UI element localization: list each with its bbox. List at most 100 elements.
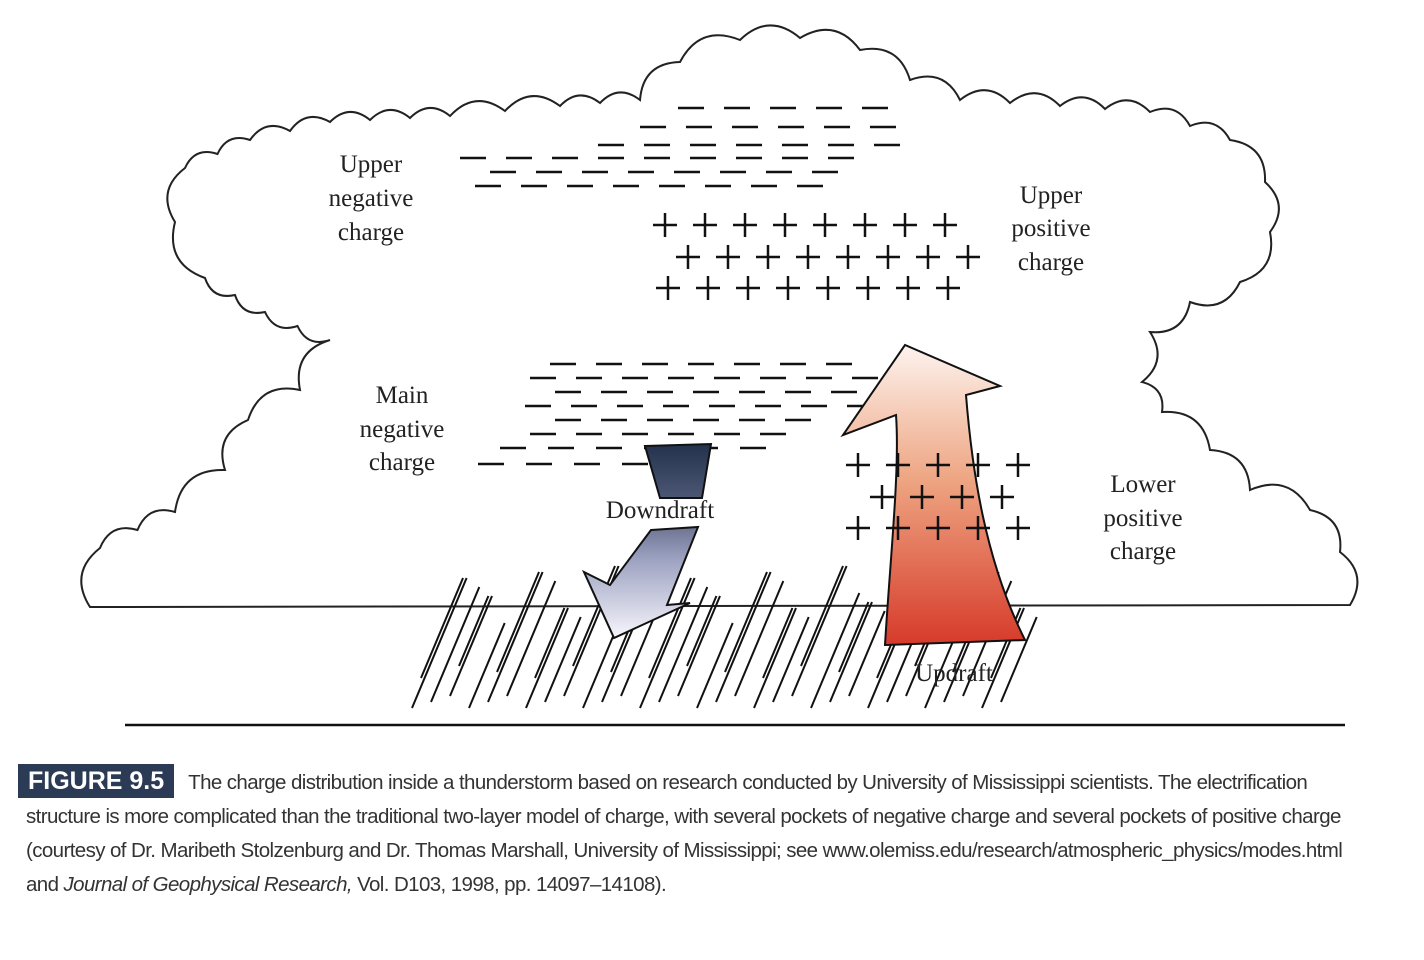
positive-charge-mark	[966, 453, 990, 477]
rain-streak	[525, 607, 569, 709]
positive-charge-mark	[950, 485, 974, 509]
caption-line: (courtesy of Dr. Maribeth Stolzenburg an…	[26, 839, 1343, 862]
rain-streak	[753, 607, 797, 709]
upper-negative-label: Upper negative charge	[329, 151, 414, 246]
positive-charge-mark	[836, 245, 860, 269]
svg-text:charge: charge	[1018, 249, 1084, 276]
rain-streak	[544, 616, 582, 703]
rain-streak	[420, 577, 464, 679]
positive-charge-mark	[756, 245, 780, 269]
positive-charges	[653, 213, 1030, 540]
positive-charge-mark	[893, 213, 917, 237]
positive-charge-mark	[776, 276, 800, 300]
rain-streak	[430, 586, 481, 703]
rain-streak	[639, 577, 696, 709]
rain-streak	[648, 577, 692, 679]
positive-charge-mark	[853, 213, 877, 237]
positive-charge-mark	[926, 516, 950, 540]
positive-charge-mark	[736, 276, 760, 300]
rain-streak	[696, 622, 734, 709]
positive-charge-mark	[936, 276, 960, 300]
svg-text:Main: Main	[376, 382, 429, 409]
rain-streak	[620, 610, 658, 697]
positive-charge-mark	[656, 276, 680, 300]
positive-charge-mark	[1006, 453, 1030, 477]
rain-streak	[496, 571, 540, 673]
positive-charge-mark	[870, 485, 894, 509]
svg-text:positive: positive	[1011, 215, 1090, 242]
svg-text:Upper: Upper	[340, 151, 403, 178]
rain-streak	[772, 616, 810, 703]
positive-charge-mark	[653, 213, 677, 237]
caption-text: Vol. D103, 1998, pp. 14097–14108).	[351, 873, 667, 896]
caption-text: and	[26, 873, 64, 896]
thunderstorm-diagram: Upper negative charge Upper positive cha…	[80, 24, 1359, 727]
upper-positive-label: Upper positive charge	[1011, 182, 1090, 276]
journal-title: Journal of Geophysical Research,	[63, 873, 353, 896]
positive-charge-mark	[773, 213, 797, 237]
positive-charge-mark	[886, 453, 910, 477]
downdraft-label: Downdraft	[606, 497, 714, 524]
positive-charge-mark	[956, 245, 980, 269]
positive-charge-mark	[813, 213, 837, 237]
rain-streak	[829, 601, 873, 703]
rain-streak	[411, 577, 468, 709]
positive-charge-mark	[846, 516, 870, 540]
svg-text:charge: charge	[338, 219, 404, 246]
positive-charge-mark	[693, 213, 717, 237]
rain-streak	[1000, 616, 1038, 703]
positive-charge-mark	[846, 453, 870, 477]
positive-charge-mark	[990, 485, 1014, 509]
positive-charge-mark	[733, 213, 757, 237]
positive-charge-mark	[716, 245, 740, 269]
svg-text:charge: charge	[1110, 538, 1176, 565]
negative-charges	[460, 106, 900, 466]
positive-charge-mark	[910, 485, 934, 509]
rain-streak	[848, 610, 886, 697]
positive-charge-mark	[916, 245, 940, 269]
rain-streak	[715, 571, 772, 703]
caption-line: structure is more complicated than the t…	[26, 805, 1341, 828]
positive-charge-mark	[796, 245, 820, 269]
rain-streak	[800, 565, 844, 667]
positive-charge-mark	[933, 213, 957, 237]
rain-streak	[838, 601, 870, 673]
rain-streak	[506, 580, 557, 697]
positive-charge-mark	[816, 276, 840, 300]
svg-text:charge: charge	[369, 449, 435, 476]
cloud-outline	[80, 24, 1359, 609]
positive-charge-mark	[676, 245, 700, 269]
lower-positive-label: Lower positive charge	[1103, 471, 1182, 565]
rain-streak	[468, 622, 506, 709]
svg-text:Upper: Upper	[1020, 182, 1083, 209]
rain-streak	[762, 607, 794, 679]
positive-charge-mark	[696, 276, 720, 300]
svg-text:negative: negative	[360, 416, 445, 443]
updraft-label: Updraft	[915, 660, 993, 687]
rain-streak	[734, 580, 785, 697]
updraft-arrow	[840, 343, 1027, 647]
rain-streak	[724, 571, 768, 673]
svg-text:negative: negative	[329, 185, 414, 212]
rain-streak	[658, 586, 709, 703]
rain-streak	[791, 565, 848, 697]
main-negative-label: Main negative charge	[360, 382, 445, 476]
figure-caption: FIGURE 9.5 The charge distribution inside…	[18, 764, 1418, 902]
rain-streak	[677, 595, 721, 697]
rain-streak	[449, 595, 493, 697]
svg-text:Lower: Lower	[1110, 471, 1176, 498]
caption-line: The charge distribution inside a thunder…	[188, 771, 1308, 794]
positive-charge-mark	[926, 453, 950, 477]
rain-streak	[534, 607, 566, 679]
figure-label-badge: FIGURE 9.5	[18, 764, 175, 798]
downdraft-arrow	[581, 442, 713, 640]
positive-charge-mark	[1006, 516, 1030, 540]
svg-text:positive: positive	[1103, 505, 1182, 532]
rain-streak	[686, 595, 718, 667]
positive-charge-mark	[856, 276, 880, 300]
positive-charge-mark	[886, 516, 910, 540]
positive-charge-mark	[896, 276, 920, 300]
rain-streak	[458, 595, 490, 667]
positive-charge-mark	[876, 245, 900, 269]
rain-streak	[810, 592, 861, 709]
